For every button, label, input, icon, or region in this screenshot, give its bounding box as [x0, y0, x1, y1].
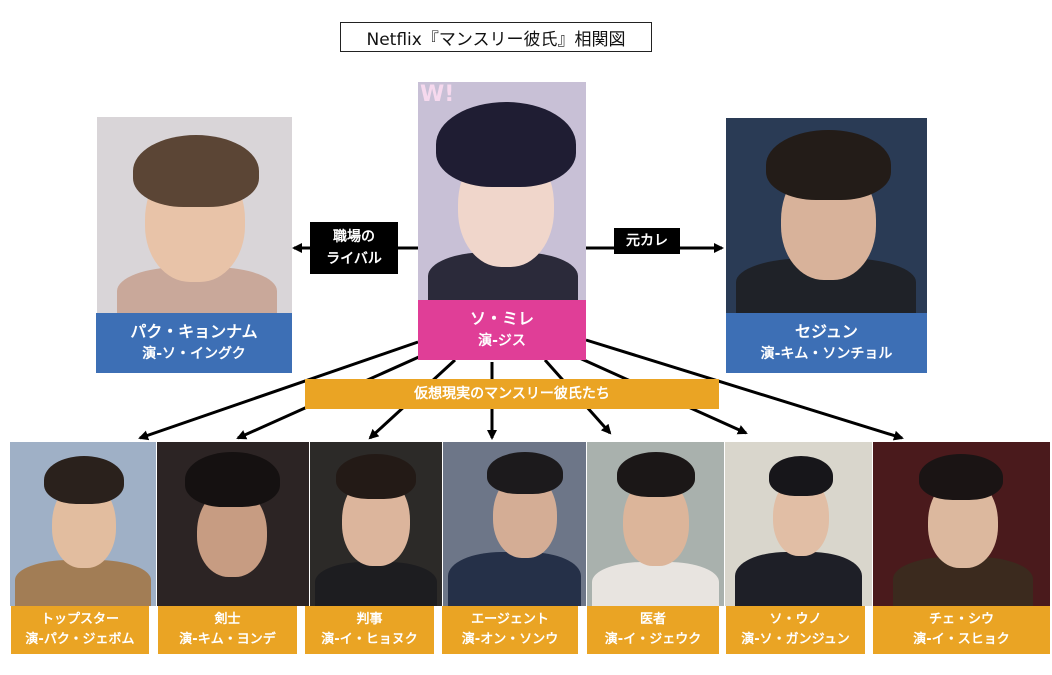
photo-boyfriend-7	[873, 442, 1050, 606]
boyfriend-label-2: 剣士 演-キム・ヨンデ	[158, 606, 297, 654]
relation-tag-ex-boyfriend: 元カレ	[614, 228, 680, 254]
photo-boyfriend-2	[157, 442, 309, 606]
boyfriend-label-5: 医者 演-イ・ジェウク	[587, 606, 719, 654]
boyfriend-label-7: チェ・シウ 演-イ・スヒョク	[873, 606, 1050, 654]
label-sejun: セジュン 演-キム・ソンチョル	[726, 313, 927, 373]
photo-overlay-text: W!	[420, 82, 455, 107]
photo-boyfriend-1	[10, 442, 156, 606]
actor-name: 演-ジス	[478, 333, 526, 349]
relation-tag-rival: 職場の ライバル	[310, 222, 398, 274]
photo-so-mire: W!	[418, 82, 586, 300]
photo-sejun	[726, 118, 927, 313]
actor-name: 演-ソ・イングク	[142, 346, 246, 362]
boyfriend-label-4: エージェント 演-オン・ソンウ	[442, 606, 578, 654]
actor-name: 演-キム・ソンチョル	[760, 346, 893, 362]
boyfriend-label-6: ソ・ウノ 演-ソ・ガンジュン	[726, 606, 865, 654]
diagram-title: Netflix『マンスリー彼氏』相関図	[340, 22, 652, 52]
label-so-mire: ソ・ミレ 演-ジス	[418, 300, 586, 360]
photo-boyfriend-6	[725, 442, 872, 606]
photo-boyfriend-4	[443, 442, 586, 606]
photo-boyfriend-5	[587, 442, 724, 606]
role-name: セジュン	[795, 322, 858, 341]
role-name: ソ・ミレ	[469, 309, 534, 328]
group-label-boyfriends: 仮想現実のマンスリー彼氏たち	[305, 379, 719, 409]
boyfriend-label-1: トップスター 演-パク・ジェボム	[11, 606, 149, 654]
role-name: パク・キョンナム	[130, 322, 258, 341]
photo-park-kyongnam	[97, 117, 292, 313]
label-park-kyongnam: パク・キョンナム 演-ソ・イングク	[96, 313, 292, 373]
boyfriend-label-3: 判事 演-イ・ヒョヌク	[305, 606, 434, 654]
photo-boyfriend-3	[310, 442, 442, 606]
